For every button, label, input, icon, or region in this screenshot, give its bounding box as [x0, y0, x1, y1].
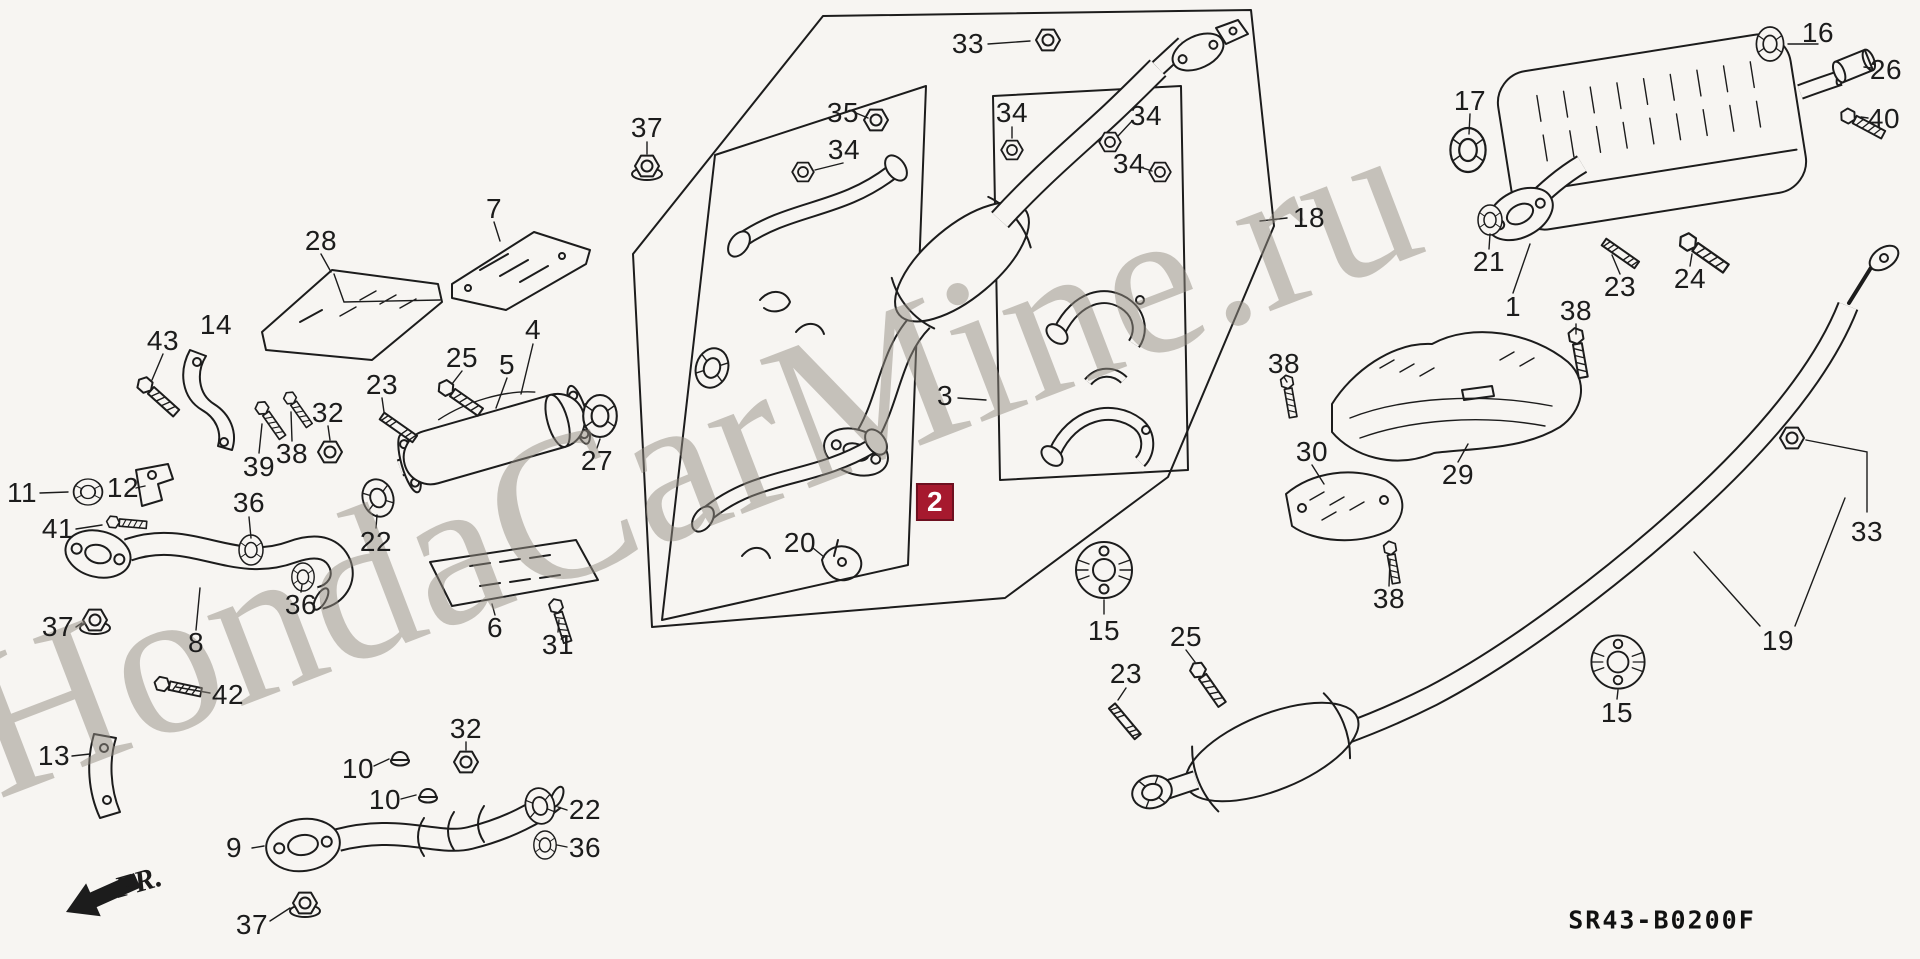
callout-label[interactable]: 40 — [1867, 103, 1901, 134]
callout-label[interactable]: 25 — [1169, 621, 1203, 652]
callout-label[interactable]: 43 — [146, 325, 180, 356]
heat-shield-30-drawing — [1285, 471, 1404, 542]
callout-label[interactable]: 15 — [1600, 697, 1634, 728]
callout-label[interactable]: 17 — [1453, 85, 1487, 116]
callout-label[interactable]: 34 — [827, 134, 861, 165]
callout-label[interactable]: 29 — [1441, 459, 1475, 490]
callout-label[interactable]: 36 — [568, 832, 602, 863]
diagram-code: SR43-B0200F — [1568, 905, 1756, 935]
callout-label[interactable]: 38 — [275, 438, 309, 469]
leader-lines — [39, 40, 1872, 922]
callout-label[interactable]: 16 — [1801, 17, 1835, 48]
callout-label[interactable]: 34 — [1112, 148, 1146, 179]
callout-label[interactable]: 38 — [1267, 348, 1301, 379]
lower-plate-6-drawing — [429, 539, 599, 607]
bracket-14-drawing — [182, 349, 235, 451]
callout-label[interactable]: 8 — [187, 627, 205, 658]
callout-label[interactable]: 12 — [106, 472, 140, 503]
callout-label[interactable]: 30 — [1295, 436, 1329, 467]
callout-label[interactable]: 22 — [568, 794, 602, 825]
callout-label[interactable]: 13 — [37, 740, 71, 771]
callout-label[interactable]: 37 — [41, 611, 75, 642]
callout-label[interactable]: 34 — [1129, 100, 1163, 131]
callout-label[interactable]: 33 — [1850, 516, 1884, 547]
front-pipe-a-drawing — [64, 529, 354, 611]
callout-label[interactable]: 38 — [1372, 583, 1406, 614]
callout-label[interactable]: 7 — [485, 193, 503, 224]
callout-label[interactable]: 42 — [211, 679, 245, 710]
callout-label[interactable]: 10 — [341, 753, 375, 784]
callout-label[interactable]: 1 — [1504, 291, 1522, 322]
callout-label[interactable]: 6 — [486, 612, 504, 643]
callout-label[interactable]: 34 — [995, 97, 1029, 128]
callout-label[interactable]: 20 — [783, 527, 817, 558]
callout-label[interactable]: 18 — [1292, 202, 1326, 233]
callout-label[interactable]: 26 — [1869, 54, 1903, 85]
callout-label[interactable]: 11 — [6, 477, 38, 508]
assembly-region-outlines — [632, 9, 1275, 628]
callout-label[interactable]: 33 — [951, 28, 985, 59]
callout-label[interactable]: 36 — [232, 487, 266, 518]
callout-label[interactable]: 38 — [1559, 295, 1593, 326]
bracket-13-drawing — [88, 733, 121, 819]
callout-label[interactable]: 15 — [1087, 615, 1121, 646]
callout-label[interactable]: 3 — [936, 380, 954, 411]
callout-label[interactable]: 27 — [580, 445, 614, 476]
callout-label[interactable]: 39 — [242, 451, 276, 482]
callout-label[interactable]: 22 — [359, 526, 393, 557]
callout-label[interactable]: 32 — [449, 713, 483, 744]
callout-label[interactable]: 24 — [1673, 263, 1707, 294]
tailpipe-b-drawing — [1127, 244, 1900, 814]
callout-label[interactable]: 41 — [41, 513, 75, 544]
callout-label[interactable]: 23 — [1603, 271, 1637, 302]
callout-label[interactable]: 35 — [826, 97, 860, 128]
center-pipe-assembly-drawing — [689, 19, 1249, 582]
callout-label[interactable]: 21 — [1472, 246, 1506, 277]
callout-label[interactable]: 9 — [225, 832, 243, 863]
hardware-drawing — [72, 26, 1888, 918]
heat-shield-28-drawing — [261, 269, 443, 361]
callout-label[interactable]: 19 — [1761, 625, 1795, 656]
callout-label[interactable]: 10 — [368, 784, 402, 815]
callout-label[interactable]: 14 — [199, 309, 233, 340]
bracket-12-drawing — [135, 463, 174, 507]
callout-label[interactable]: 23 — [1109, 658, 1143, 689]
callout-label[interactable]: 5 — [498, 349, 516, 380]
callout-label-highlighted[interactable]: 2 — [915, 483, 955, 521]
callout-label[interactable]: 37 — [630, 112, 664, 143]
cover-7-drawing — [451, 231, 591, 311]
bracket-group-drawing — [1040, 290, 1155, 467]
callout-label[interactable]: 37 — [235, 909, 269, 940]
callout-label[interactable]: 23 — [365, 369, 399, 400]
callout-label[interactable]: 4 — [524, 314, 542, 345]
callout-label[interactable]: 32 — [311, 397, 345, 428]
callout-label[interactable]: 28 — [304, 225, 338, 256]
callout-label[interactable]: 31 — [541, 629, 575, 660]
callout-label[interactable]: 25 — [445, 342, 479, 373]
callout-label[interactable]: 36 — [284, 589, 318, 620]
heat-shield-29-drawing — [1331, 331, 1583, 462]
